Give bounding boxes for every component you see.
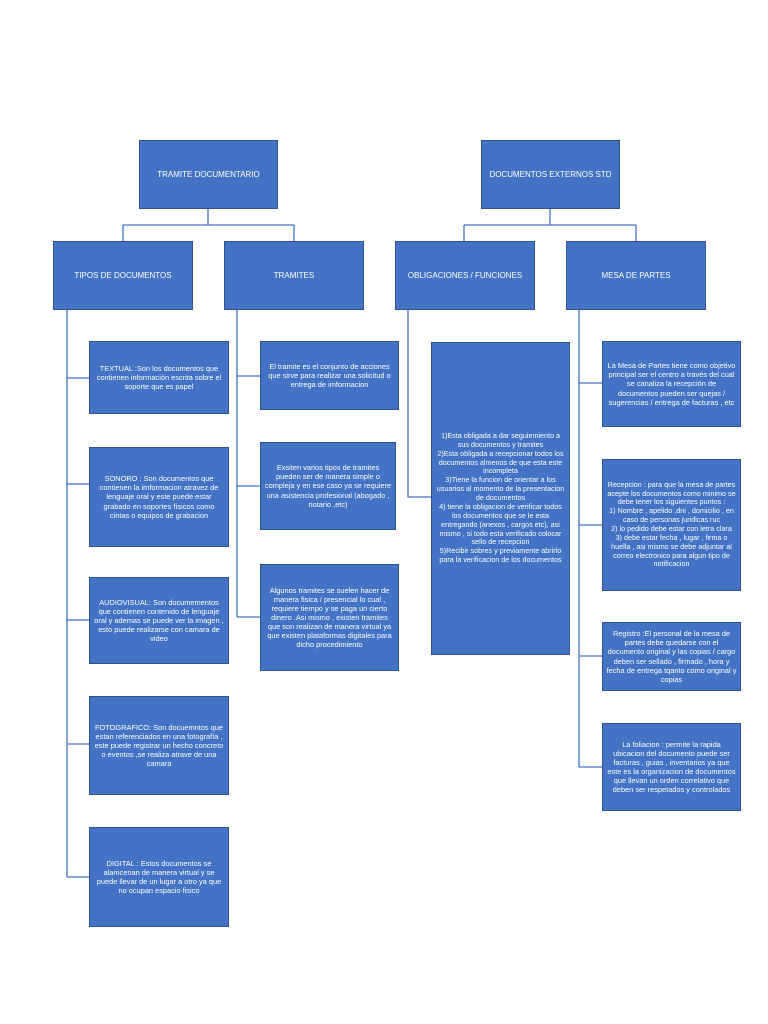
category-tramites: TRAMITES — [224, 241, 364, 310]
connector-tramites-spine — [236, 310, 260, 618]
node-digital-text: DIGITAL : Estos documentos se alamcenan … — [96, 858, 222, 896]
connector-mesa-spine — [578, 310, 602, 768]
node-sonoro-text: SONORO : Son documentos que contienen la… — [99, 474, 219, 520]
node-mesa-objetivo: La Mesa de Partes tiene como objetivo pr… — [602, 341, 741, 427]
node-mesa-foliacion-text: La foliacion : permite la rapida ubicaci… — [607, 739, 736, 795]
category-tramites-label: TRAMITES — [273, 271, 315, 280]
category-mesa-partes-label: MESA DE PARTES — [601, 271, 671, 280]
node-mesa-objetivo-text: La Mesa de Partes tiene como objetivo pr… — [607, 361, 736, 407]
root-tramite-documentario: TRAMITE DOCUMENTARIO — [139, 140, 278, 209]
connector-root1-bus — [122, 209, 295, 241]
node-obligaciones-list: 1)Esta obligada a dar seguiemiento a sus… — [431, 342, 570, 655]
node-tramite-modalidad-text: Algunos tramites se suelen hacer de mane… — [267, 585, 392, 650]
node-fotografico-text: FOTOGRAFICO: Son docuemntos que estan re… — [94, 722, 224, 769]
category-tipos-documentos-label: TIPOS DE DOCUMENTOS — [74, 271, 172, 280]
category-obligaciones-label: OBLIGACIONES / FUNCIONES — [407, 271, 523, 280]
connector-obligaciones — [407, 310, 431, 498]
root-documentos-externos: DOCUMENTOS EXTERNOS STD — [481, 140, 620, 209]
node-textual: TEXTUAL :Son los documentos que contiene… — [89, 341, 229, 414]
node-fotografico: FOTOGRAFICO: Son docuemntos que estan re… — [89, 696, 229, 795]
node-mesa-registro-text: Registro :El personal de la mesa de part… — [606, 629, 737, 684]
category-mesa-partes: MESA DE PARTES — [566, 241, 706, 310]
node-tramite-tipos: Exsiten varios tipos de tramites pueden … — [260, 442, 396, 530]
node-sonoro: SONORO : Son documentos que contienen la… — [89, 447, 229, 547]
root-tramite-documentario-label: TRAMITE DOCUMENTARIO — [157, 170, 260, 179]
node-audiovisual: AUDIOVISUAL: Son documementos que contie… — [89, 577, 229, 664]
root-documentos-externos-label: DOCUMENTOS EXTERNOS STD — [489, 170, 612, 179]
node-tramite-definicion: El tramite es el conjunto de acciones qu… — [260, 341, 399, 410]
category-obligaciones: OBLIGACIONES / FUNCIONES — [395, 241, 535, 310]
node-mesa-recepcion: Recepcion : para que la mesa de partes a… — [602, 459, 741, 591]
node-tramite-tipos-text: Exsiten varios tipos de tramites pueden … — [264, 463, 392, 509]
node-tramite-definicion-text: El tramite es el conjunto de acciones qu… — [268, 361, 391, 390]
node-tramite-modalidad: Algunos tramites se suelen hacer de mane… — [260, 564, 399, 671]
node-mesa-recepcion-text: Recepcion : para que la mesa de partes a… — [607, 479, 736, 569]
node-audiovisual-text: AUDIOVISUAL: Son documementos que contie… — [94, 597, 224, 644]
node-mesa-registro: Registro :El personal de la mesa de part… — [602, 622, 741, 691]
connector-tipos-spine — [66, 310, 89, 878]
node-digital: DIGITAL : Estos documentos se alamcenan … — [89, 827, 229, 927]
node-obligaciones-text: 1)Esta obligada a dar seguiemiento a sus… — [436, 431, 565, 565]
connector-root2-bus — [463, 209, 637, 241]
node-textual-text: TEXTUAL :Son los documentos que contiene… — [96, 363, 222, 392]
category-tipos-documentos: TIPOS DE DOCUMENTOS — [53, 241, 193, 310]
node-mesa-foliacion: La foliacion : permite la rapida ubicaci… — [602, 723, 741, 811]
